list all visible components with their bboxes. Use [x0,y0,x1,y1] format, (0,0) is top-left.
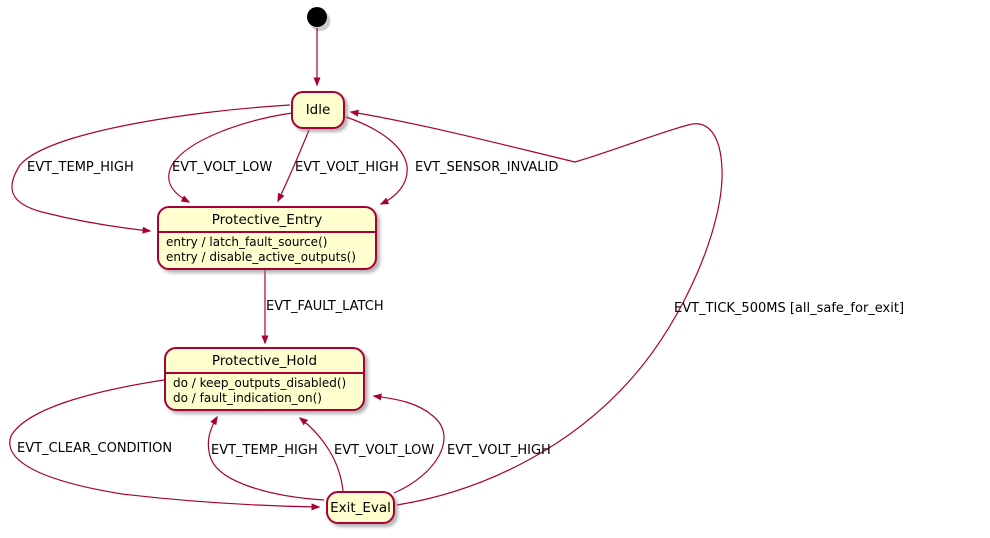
label-idle-entry-temp-high: EVT_TEMP_HIGH [27,160,134,175]
label-exit-idle-tick: EVT_TICK_500MS [all_safe_for_exit] [674,301,905,316]
state-protective-entry-actions: entry / latch_fault_source() entry / dis… [159,231,375,268]
label-exit-hold-volt-high: EVT_VOLT_HIGH [447,443,551,458]
state-exit-eval-title: Exit_Eval [330,499,391,516]
state-action-line: entry / latch_fault_source() [166,235,328,249]
label-exit-hold-temp-high: EVT_TEMP_HIGH [211,443,318,458]
label-idle-entry-volt-high: EVT_VOLT_HIGH [295,160,399,175]
transition-exit-hold-temp-high [207,415,325,501]
label-entry-hold-fault-latch: EVT_FAULT_LATCH [266,299,384,314]
label-idle-entry-volt-low: EVT_VOLT_LOW [172,160,273,175]
transition-exit-hold-volt-high [372,393,445,494]
initial-state-dot [307,7,327,27]
state-action-line: do / fault_indication_on() [173,390,322,405]
label-exit-hold-volt-low: EVT_VOLT_LOW [334,443,435,458]
label-hold-exit-clear-condition: EVT_CLEAR_CONDITION [17,441,173,456]
state-action-line: do / keep_outputs_disabled() [173,376,347,390]
state-protective-hold-title: Protective_Hold [211,353,318,369]
label-idle-entry-sensor-invalid: EVT_SENSOR_INVALID [415,160,559,175]
state-protective-hold: Protective_Hold do / keep_outputs_disabl… [164,347,365,411]
state-protective-entry-title: Protective_Entry [211,212,323,228]
state-idle-title: Idle [305,102,331,118]
state-protective-entry: Protective_Entry entry / latch_fault_sou… [157,206,377,270]
transition-idle-entry-temp-high [11,104,291,234]
transition-exit-hold-volt-low [298,417,344,492]
transition-idle-entry-sensor-invalid [345,116,408,205]
state-idle: Idle [291,91,345,129]
transition-hold-exit-clear-condition [9,379,321,511]
state-action-line: entry / disable_active_outputs() [166,249,356,264]
state-protective-hold-actions: do / keep_outputs_disabled() do / fault_… [166,372,363,409]
transition-idle-entry-volt-high [277,129,310,203]
state-exit-eval: Exit_Eval [326,491,395,524]
transition-exit-idle-tick [349,109,723,506]
transition-idle-entry-volt-low [168,112,293,203]
